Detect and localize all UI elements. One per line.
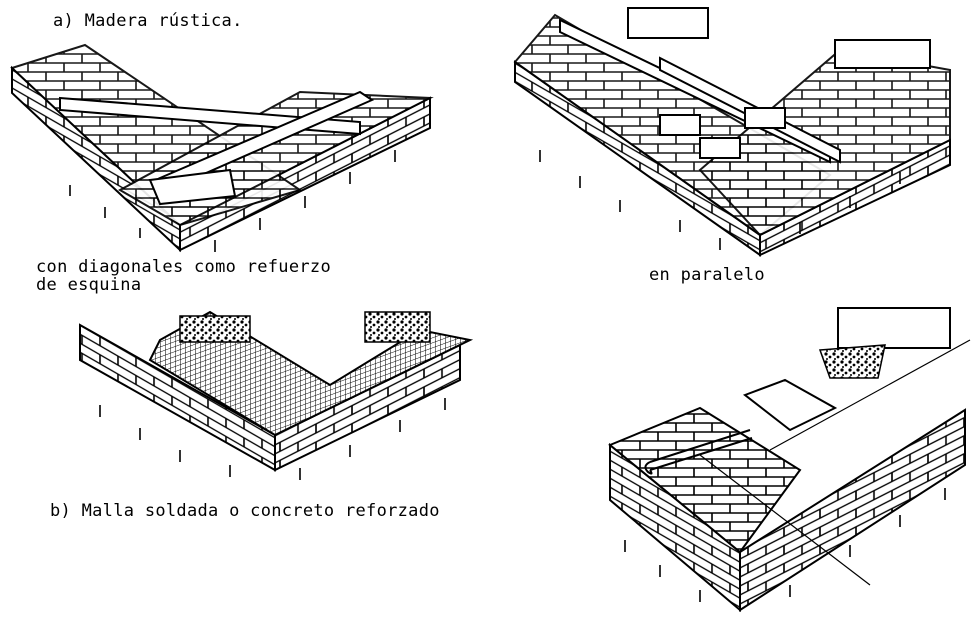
drawing-parallel-boards [513,7,951,257]
title-madera-rustica: a) Madera rústica. [53,11,243,31]
title-malla-soldada: b) Malla soldada o concreto reforzado [50,501,440,521]
drawing-diagonal-bracing [10,43,434,253]
drawing-welded-mesh [79,310,474,480]
caption-diagonales-line2: de esquina [36,275,142,295]
caption-paralelo: en paralelo [649,265,765,285]
caption-diagonales-line1: con diagonales como refuerzo [36,257,331,277]
drawing-concrete-beam [608,307,971,613]
